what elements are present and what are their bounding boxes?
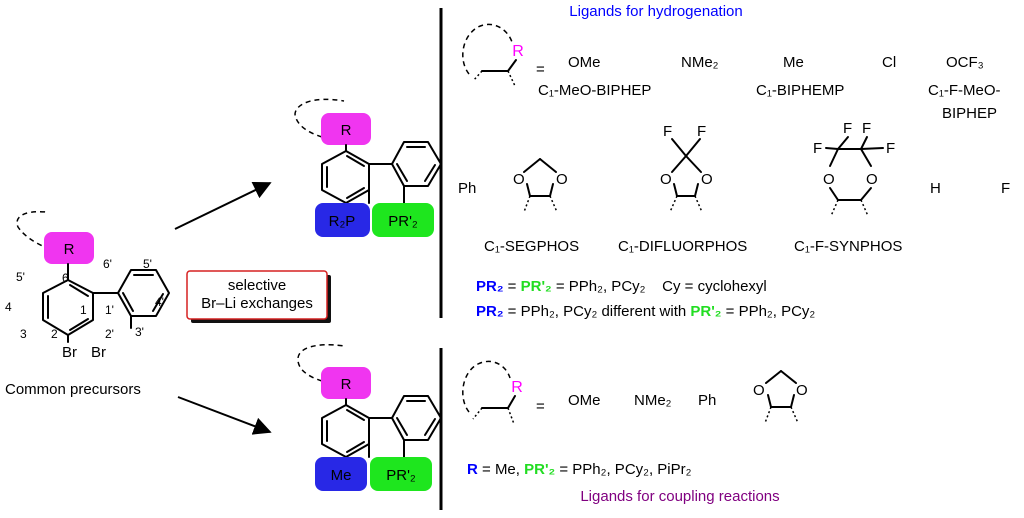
hydrogenation-title: Ligands for hydrogenation [569,3,742,20]
coupling-sub-nme2: NMe₂ [634,392,672,409]
difluor-o-left: O [660,171,672,188]
sub-ome: OMe [568,54,601,71]
coupling-def-pr2: PR'₂ [524,461,555,478]
f-synphos-ring: F F F F O O [813,120,895,217]
num-4p: 4' [155,295,164,309]
coupling-o-left: O [753,382,765,399]
coupling-def-mid: = Me, [478,461,524,478]
top-pr2-label: PR'₂ [388,213,418,230]
sub-cl: Cl [882,54,896,71]
num-1p: 1' [105,303,114,317]
hydro-r-fragment: R = [462,23,545,87]
arrow-down [177,396,272,435]
segphos-o-left: O [513,171,525,188]
sub-nme2: NMe₂ [681,54,719,71]
coupling-dioxole-ring: O O [753,370,808,424]
bottom-pr2-label: PR'₂ [386,467,416,484]
selective-exchange-callout: selective Br–Li exchanges [186,270,331,323]
top-r-box [321,113,371,145]
syn-f1: F [843,120,852,137]
line2-pr2: PR₂ [476,303,504,320]
name-biphemp: C₁-BIPHEMP [756,82,844,99]
top-r-label: R [341,122,352,139]
num-5p-right: 5' [143,257,152,271]
difluorphos-ring: F F O O [660,123,713,213]
precursor-structure: R Br Br 1 2 3 4 5' 6 1' 2' 3' 4' 5' 6' [5,210,170,361]
bottom-me-label: Me [331,467,352,484]
coupling-def-r: R [467,461,478,478]
bottom-r-box [321,367,371,399]
top-product-structure: R R₂P PR'₂ [294,98,442,237]
bottom-me-box [315,457,367,491]
num-2: 2 [51,327,58,341]
num-4: 4 [5,300,12,314]
bottom-r-label: R [341,376,352,393]
sub-me: Me [783,54,804,71]
name-difluorphos: C₁-DIFLUORPHOS [618,238,747,255]
num-5p: 5' [16,270,25,284]
precursor-caption: Common precursors [5,381,141,398]
callout-line2: Br–Li exchanges [201,295,313,312]
num-1: 1 [80,303,87,317]
coupling-o-right: O [796,382,808,399]
name-biphep: BIPHEP [942,105,997,122]
row2-h: H [930,180,941,197]
syn-o-left: O [823,171,835,188]
line2-mid: = PPh₂, PCy₂ different with [504,303,691,320]
coupling-sub-ph: Ph [698,392,716,409]
num-6: 6 [62,271,69,285]
name-f-meo: C₁-F-MeO- [928,82,1001,99]
syn-f2: F [862,120,871,137]
syn-o-right: O [866,171,878,188]
hydro-r-letter: R [512,43,524,60]
difluor-f-left: F [663,123,672,140]
row2-f: F [1001,180,1010,197]
name-meo-biphep: C₁-MeO-BIPHEP [538,82,651,99]
precursor-r-label: R [64,241,75,258]
coupling-def-rhs: = PPh₂, PCy₂, PiPr₂ [555,461,691,478]
line1-pr2: PR₂ [476,278,504,295]
name-segphos: C₁-SEGPHOS [484,238,579,255]
line2-rhs: = PPh₂, PCy₂ [721,303,815,320]
difluor-o-right: O [701,171,713,188]
coupling-r-letter: R [511,379,523,396]
line1-rhs: = PPh₂, PCy₂ Cy = cyclohexyl [552,278,767,295]
difluor-f-right: F [697,123,706,140]
coupling-equals: = [536,398,545,415]
line2-pr2prime: PR'₂ [690,303,721,320]
coupling-r-fragment: R = [462,360,545,425]
row2-ph: Ph [458,180,476,197]
bottom-product-structure: R Me PR'₂ [297,344,442,491]
num-3: 3 [20,327,27,341]
top-pr2-box [372,203,434,237]
callout-line1: selective [228,277,286,294]
top-r2p-box [315,203,370,237]
segphos-ring: O O [513,158,568,213]
segphos-o-right: O [556,171,568,188]
num-6p: 6' [103,257,112,271]
syn-f4: F [886,140,895,157]
sub-ocf3: OCF₃ [946,54,984,71]
hydro-equals: = [536,61,545,78]
br-left: Br [62,344,77,361]
coupling-definition: R = Me, PR'₂ = PPh₂, PCy₂, PiPr₂ [467,461,692,478]
precursor-r-box [44,232,94,264]
coupling-title: Ligands for coupling reactions [580,488,779,505]
bottom-pr2-box [370,457,432,491]
num-2p: 2' [105,327,114,341]
syn-f3: F [813,140,822,157]
top-r2p-label: R₂P [329,213,356,230]
pr2-definition-line1: PR₂ = PR'₂ = PPh₂, PCy₂ Cy = cyclohexyl [476,278,767,295]
num-3p: 3' [135,325,144,339]
arrow-up [174,181,272,230]
line1-pr2prime: PR'₂ [521,278,552,295]
pr2-definition-line2: PR₂ = PPh₂, PCy₂ different with PR'₂ = P… [476,303,815,320]
name-f-synphos: C₁-F-SYNPHOS [794,238,902,255]
line1-eq: = [504,278,521,295]
coupling-sub-ome: OMe [568,392,601,409]
br-right: Br [91,344,106,361]
